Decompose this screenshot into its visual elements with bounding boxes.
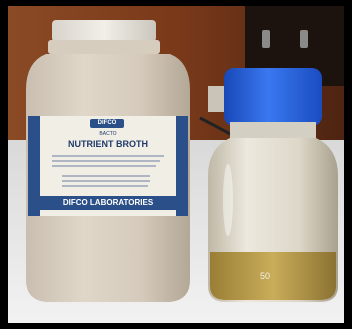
bottle-volume-mark: 50 [259, 271, 270, 281]
bottle-neck [230, 122, 316, 138]
jar-lid [52, 20, 156, 42]
cabinet-knob-right [300, 30, 308, 48]
product-name: NUTRIENT BROTH [68, 139, 148, 149]
bottle-liquid [210, 252, 336, 300]
brand-badge-bg [90, 119, 124, 128]
product-line: BACTO [99, 131, 117, 137]
glass-media-bottle [208, 68, 338, 302]
cabinet-knob-left [262, 30, 270, 48]
jar-label-footer [40, 196, 176, 210]
label-fine-print [52, 155, 164, 187]
brand-badge: DIFCO [97, 120, 117, 126]
manufacturer-name: DIFCO LABORATORIES [62, 198, 154, 207]
jar-neck [48, 40, 160, 54]
bottle-highlight [223, 164, 233, 236]
nutrient-broth-jar [26, 20, 190, 302]
bottle-cap [224, 68, 322, 126]
jar-label-band [28, 116, 40, 216]
jar-label-band-right [176, 116, 188, 216]
